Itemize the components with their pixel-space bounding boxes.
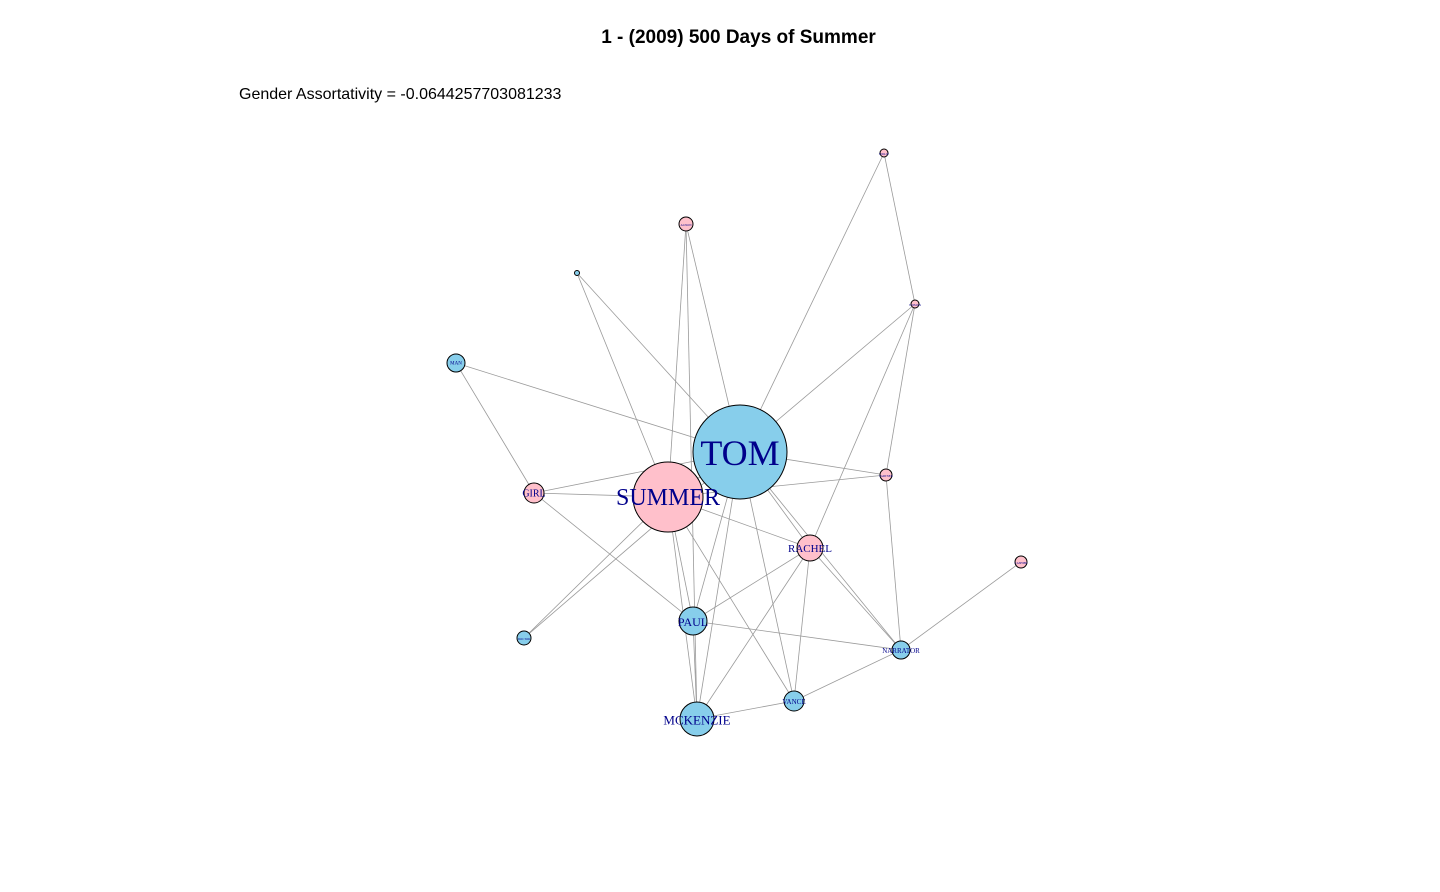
node-circle-tom	[692, 404, 788, 500]
node-paul: PAUL	[678, 606, 708, 636]
edge-paul-narrator	[692, 620, 902, 651]
edge-rachel-paul	[692, 547, 811, 622]
node-f1: ALISON	[678, 216, 694, 232]
edge-narrator-f5	[885, 474, 902, 651]
node-circle-f1	[678, 216, 694, 232]
node-circle-m1	[516, 630, 532, 646]
node-tom: TOM	[692, 404, 788, 500]
node-vance: VANCE	[782, 690, 806, 712]
edge-narrator-vance	[793, 649, 902, 702]
node-m1: DOCTOR	[516, 630, 532, 646]
node-rachel: RACHEL	[788, 534, 832, 562]
node-label-f5: PARTNER	[879, 474, 892, 478]
node-label-girl: GIRL	[522, 489, 545, 500]
chart-title: 1 - (2009) 500 Days of Summer	[601, 27, 876, 48]
edge-summer-f5	[667, 474, 887, 498]
node-circle-f4	[1014, 555, 1028, 569]
node-label-m1: DOCTOR	[518, 637, 530, 641]
assortativity-subtitle: Gender Assortativity = -0.06442577030812…	[239, 86, 562, 103]
node-circle-f5	[879, 468, 893, 482]
edge-f3-f5	[885, 303, 916, 476]
node-label-f4: CASHIER	[1015, 561, 1028, 565]
edge-tom-man	[455, 362, 741, 453]
node-circle-summer	[632, 461, 704, 533]
node-label-summer: SUMMER	[616, 485, 720, 511]
node-label-paul: PAUL	[678, 615, 708, 629]
node-summer: SUMMER	[616, 461, 720, 533]
node-circle-mckenzie	[679, 701, 715, 737]
edge-girl-man	[455, 362, 535, 494]
node-circle-m2	[574, 270, 580, 276]
node-circle-narrator	[891, 640, 911, 660]
node-mckenzie: MCKENZIE	[663, 701, 731, 737]
edge-tom-m1	[523, 451, 741, 639]
node-f5: PARTNER	[879, 468, 893, 482]
edge-rachel-f3	[809, 303, 916, 549]
node-label-narrator: NARRATOR	[882, 647, 920, 655]
edge-summer-vance	[667, 496, 795, 702]
node-circle-man	[446, 353, 466, 373]
node-layer: TOM SUMMER RACHEL PAUL MCKENZIE GIRL NARRATOR V…	[446, 148, 1028, 737]
node-circle-paul	[678, 606, 708, 636]
node-circle-vance	[783, 690, 805, 712]
edge-summer-mckenzie	[667, 496, 698, 720]
node-circle-f3	[910, 299, 920, 309]
node-circle-f2	[879, 148, 889, 158]
edge-rachel-mckenzie	[696, 547, 811, 720]
edge-rachel-vance	[793, 547, 811, 702]
node-label-f2: MILLIE	[879, 152, 889, 156]
node-label-mckenzie: MCKENZIE	[663, 713, 730, 728]
edge-f2-f3	[883, 152, 916, 305]
edge-narrator-f4	[900, 561, 1022, 651]
edge-tom-f2	[739, 152, 885, 453]
node-f4: CASHIER	[1014, 555, 1028, 569]
node-label-man: MAN	[450, 362, 462, 367]
edge-girl-paul	[533, 492, 694, 622]
node-circle-rachel	[796, 534, 824, 562]
edge-summer-m2	[576, 272, 669, 498]
node-label-rachel: RACHEL	[788, 543, 832, 555]
node-circle-girl	[523, 482, 545, 504]
node-f3: WOMAN	[909, 299, 922, 309]
node-m2	[574, 270, 580, 276]
edge-summer-f1	[667, 223, 687, 498]
node-narrator: NARRATOR	[882, 640, 920, 660]
node-label-vance: VANCE	[782, 698, 805, 706]
node-f2: MILLIE	[879, 148, 889, 158]
node-girl: GIRL	[522, 482, 546, 504]
node-label-f3: WOMAN	[909, 303, 922, 307]
edge-rachel-narrator	[809, 547, 902, 651]
node-label-f1: ALISON	[681, 223, 693, 227]
node-man: MAN	[446, 353, 466, 373]
node-label-tom: TOM	[700, 433, 779, 473]
